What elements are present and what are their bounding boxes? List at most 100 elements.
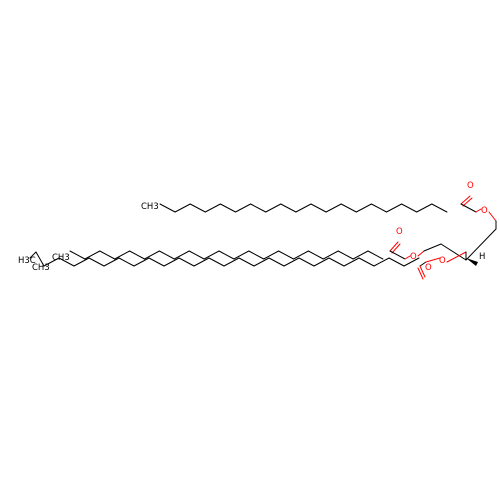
bond-51 [417, 250, 425, 257]
bond-53 [440, 243, 467, 261]
bond-25 [465, 228, 497, 261]
bond-79 [388, 257, 405, 267]
bond-47 [389, 241, 399, 252]
atom-label-o-ester-3: O [439, 256, 446, 266]
bond-36 [218, 250, 235, 260]
bond-71 [268, 257, 285, 267]
atom-label-layer: CH3 CH3 H3C CH3 H O O O O O O [18, 181, 488, 273]
atom-label-ch3-bottom: CH3 [32, 263, 50, 273]
bond-26 [69, 250, 86, 260]
bond-5 [235, 203, 252, 213]
bond-28 [99, 250, 116, 260]
bond-20 [462, 197, 473, 207]
bond-39 [263, 250, 280, 260]
bond-46 [367, 250, 384, 260]
bond-64 [163, 257, 180, 267]
atom-label-o-carbonyl-3: O [425, 263, 432, 273]
bond-35 [203, 250, 220, 260]
bond-50 [404, 255, 411, 260]
bond-68 [223, 257, 240, 267]
bond-44 [337, 250, 354, 260]
bond-17 [416, 203, 433, 213]
bond-63 [148, 257, 165, 267]
atom-label-o-carbonyl-2: O [396, 227, 403, 237]
bond-73 [298, 257, 315, 267]
bond-6 [250, 203, 267, 213]
bond-49 [389, 250, 406, 260]
atom-label-ch3-middle: CH3 [52, 253, 70, 263]
bond-16 [401, 203, 418, 213]
bond-56 [43, 257, 60, 267]
bond-69 [238, 257, 255, 267]
bond-62 [133, 257, 150, 267]
bond-38 [248, 250, 265, 260]
bond-76 [343, 257, 360, 267]
atom-label-o-ester-1: O [481, 206, 488, 216]
bond-65 [178, 257, 195, 267]
bond-10 [310, 203, 327, 213]
bond-0 [159, 203, 176, 213]
bond-43 [322, 250, 339, 260]
bond-74 [313, 257, 330, 267]
atom-label-ch3-top: CH3 [141, 202, 159, 212]
bond-7 [265, 203, 282, 213]
atom-label-o-carbonyl-1: O [467, 181, 474, 191]
bond-15 [386, 203, 403, 213]
bond-12 [340, 203, 357, 213]
atom-label-h-stereo: H [479, 252, 485, 262]
bond-80 [403, 257, 420, 267]
bond-83 [417, 267, 424, 280]
bond-31 [144, 250, 160, 260]
bond-4 [219, 203, 236, 213]
bond-67 [208, 257, 225, 267]
bond-52 [423, 243, 442, 252]
bond-22 [475, 208, 482, 213]
bond-2 [189, 203, 206, 213]
bond-78 [373, 257, 390, 267]
bond-41 [293, 250, 309, 260]
bond-9 [295, 203, 312, 213]
bond-75 [328, 257, 345, 267]
bond-54 [29, 251, 37, 259]
bond-40 [278, 250, 294, 260]
bond-77 [358, 257, 375, 267]
bond-21 [460, 203, 477, 213]
bond-66 [193, 257, 210, 267]
bond-55 [35, 251, 45, 267]
atom-label-o-ester-2: O [410, 252, 417, 262]
bond-11 [325, 203, 342, 213]
bond-57 [58, 257, 75, 267]
bond-34 [188, 250, 205, 260]
bond-23 [488, 211, 497, 222]
bond-37 [233, 250, 250, 260]
bond-48 [391, 243, 401, 254]
bond-27 [84, 250, 101, 260]
bond-13 [355, 203, 372, 213]
bond-layer [29, 195, 497, 280]
bond-14 [370, 203, 387, 213]
bond-3 [204, 203, 221, 213]
bond-70 [253, 257, 270, 267]
stereo-wedge-bond [466, 258, 478, 266]
bond-60 [103, 257, 120, 267]
atom-label-h3c-bottom: H3C [18, 256, 36, 266]
bond-32 [158, 250, 175, 260]
bond-81 [419, 261, 427, 267]
bond-8 [280, 203, 297, 213]
bond-61 [118, 257, 135, 267]
bond-59 [88, 257, 105, 267]
bond-19 [460, 195, 471, 205]
bond-45 [352, 250, 369, 260]
bond-1 [174, 203, 191, 213]
bond-82 [419, 265, 426, 278]
bond-84 [425, 257, 441, 263]
bond-18 [431, 203, 448, 213]
bond-42 [307, 250, 324, 260]
bond-33 [173, 250, 190, 260]
bond-85 [446, 251, 467, 263]
bond-29 [114, 250, 131, 260]
bond-72 [283, 257, 300, 267]
bond-58 [73, 257, 90, 267]
bond-30 [129, 250, 145, 260]
